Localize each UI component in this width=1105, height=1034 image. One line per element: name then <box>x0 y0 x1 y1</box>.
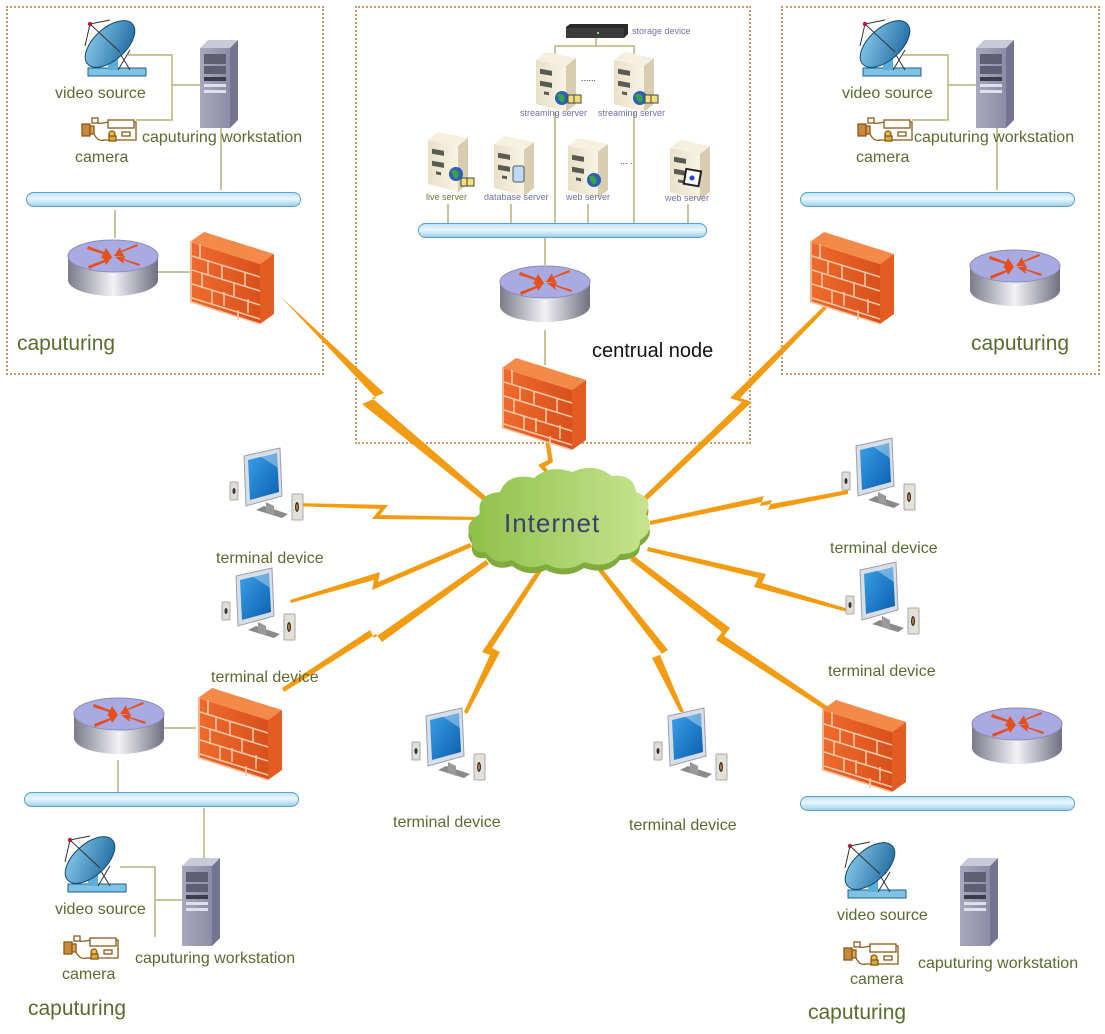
lan-bus-central <box>418 223 707 238</box>
satellite-dish-icon-tr <box>851 11 922 77</box>
internet-cloud-icon <box>468 467 650 575</box>
link-terminal-6 <box>647 547 852 613</box>
workstation-icon-bl <box>182 858 220 946</box>
link-top-right-site <box>640 300 833 502</box>
workstation-icon-tr <box>976 40 1014 128</box>
terminal-icon-2 <box>221 567 296 641</box>
firewall-icon-tl <box>189 231 275 325</box>
link-terminal-3 <box>464 566 544 714</box>
lan-bus-tl <box>26 192 301 207</box>
camera-icon-tl <box>81 117 137 142</box>
link-central-node <box>538 438 554 480</box>
web-server-label-2: web server <box>665 193 710 203</box>
video-source-label-br: video source <box>837 907 928 924</box>
workstation-label-tr: caputuring workstation <box>914 129 1075 146</box>
terminal-label-1: terminal device <box>216 550 324 567</box>
lan-bus-br <box>800 796 1075 811</box>
link-terminal-2 <box>290 543 472 603</box>
capture-zone-top-right <box>781 6 1100 375</box>
site-title-tl: caputuring <box>17 332 116 355</box>
site-title-br: caputuring <box>808 1001 907 1024</box>
camera-label-tr: camera <box>856 149 910 166</box>
link-bottom-left-site <box>282 560 489 692</box>
video-source-label-bl: video source <box>55 901 146 918</box>
streaming-server-label-1: streaming server <box>520 108 588 118</box>
workstation-label-bl: caputuring workstation <box>135 950 296 967</box>
video-source-label-tl: video source <box>55 85 146 102</box>
link-bottom-right-site <box>630 556 830 712</box>
camera-icon-br <box>843 941 899 966</box>
central-node-title: centrual node <box>592 340 714 362</box>
camera-label-bl: camera <box>62 966 116 983</box>
terminal-icon-6 <box>845 561 920 635</box>
database-server-icon <box>494 136 534 196</box>
workstation-label-br: caputuring workstation <box>918 955 1079 972</box>
satellite-dish-icon-bl <box>56 827 127 893</box>
database-server-label: database server <box>484 192 549 202</box>
site-title-tr: caputuring <box>971 332 1070 355</box>
internet-label: Internet <box>504 508 601 538</box>
satellite-dish-icon-tl <box>76 11 147 77</box>
link-terminal-4 <box>596 566 684 712</box>
lan-wires <box>114 38 998 937</box>
storage-device-icon <box>566 24 628 38</box>
site-title-bl: caputuring <box>28 997 127 1020</box>
web-server-icon-2 <box>670 140 710 200</box>
workstation-icon-tl <box>200 40 238 128</box>
camera-label-br: camera <box>850 971 904 988</box>
terminal-icon-3 <box>411 707 486 781</box>
firewall-icon-br <box>821 699 907 793</box>
router-icon-tr <box>969 249 1061 307</box>
web-server-label-1: web server <box>566 192 611 202</box>
streaming-server-label-2: streaming server <box>598 108 666 118</box>
streaming-server-icon-2 <box>614 52 659 112</box>
camera-label-tl: camera <box>75 149 129 166</box>
camera-icon-bl <box>63 935 119 960</box>
firewall-icon-bl <box>197 687 283 781</box>
terminal-label-2: terminal device <box>211 669 319 686</box>
live-server-label: live server <box>426 192 468 202</box>
storage-device-label: storage device <box>632 26 691 36</box>
terminal-icon-1 <box>229 447 304 521</box>
router-icon-central <box>499 265 591 323</box>
video-source-label-tr: video source <box>842 85 933 102</box>
web-server-icon-1 <box>568 138 608 198</box>
camera-icon-tr <box>857 117 913 142</box>
streaming-server-icon-1 <box>536 52 582 112</box>
terminal-label-3: terminal device <box>393 814 501 831</box>
ellipsis-mid: ... . <box>620 156 633 166</box>
terminal-icon-5 <box>841 437 916 511</box>
ellipsis-top: ...... <box>581 73 597 83</box>
link-top-left-site <box>280 296 490 503</box>
terminal-icon-4 <box>653 707 728 781</box>
lan-bus-tr <box>800 192 1075 207</box>
link-terminal-5 <box>650 490 848 525</box>
terminal-label-4: terminal device <box>629 817 737 834</box>
router-icon-bl <box>73 697 165 755</box>
link-terminal-1 <box>292 503 480 520</box>
firewall-icon-central <box>501 357 587 451</box>
workstation-icon-br <box>960 858 998 946</box>
terminal-label-6: terminal device <box>828 663 936 680</box>
satellite-dish-icon-br <box>836 833 907 899</box>
lan-bus-bl <box>24 792 299 807</box>
workstation-label-tl: caputuring workstation <box>142 129 303 146</box>
wan-links <box>280 296 852 714</box>
router-icon-br <box>971 707 1063 765</box>
terminal-label-5: terminal device <box>830 540 938 557</box>
router-icon-tl <box>67 239 159 297</box>
live-server-icon <box>428 132 475 192</box>
capture-zone-top-left <box>6 6 324 375</box>
